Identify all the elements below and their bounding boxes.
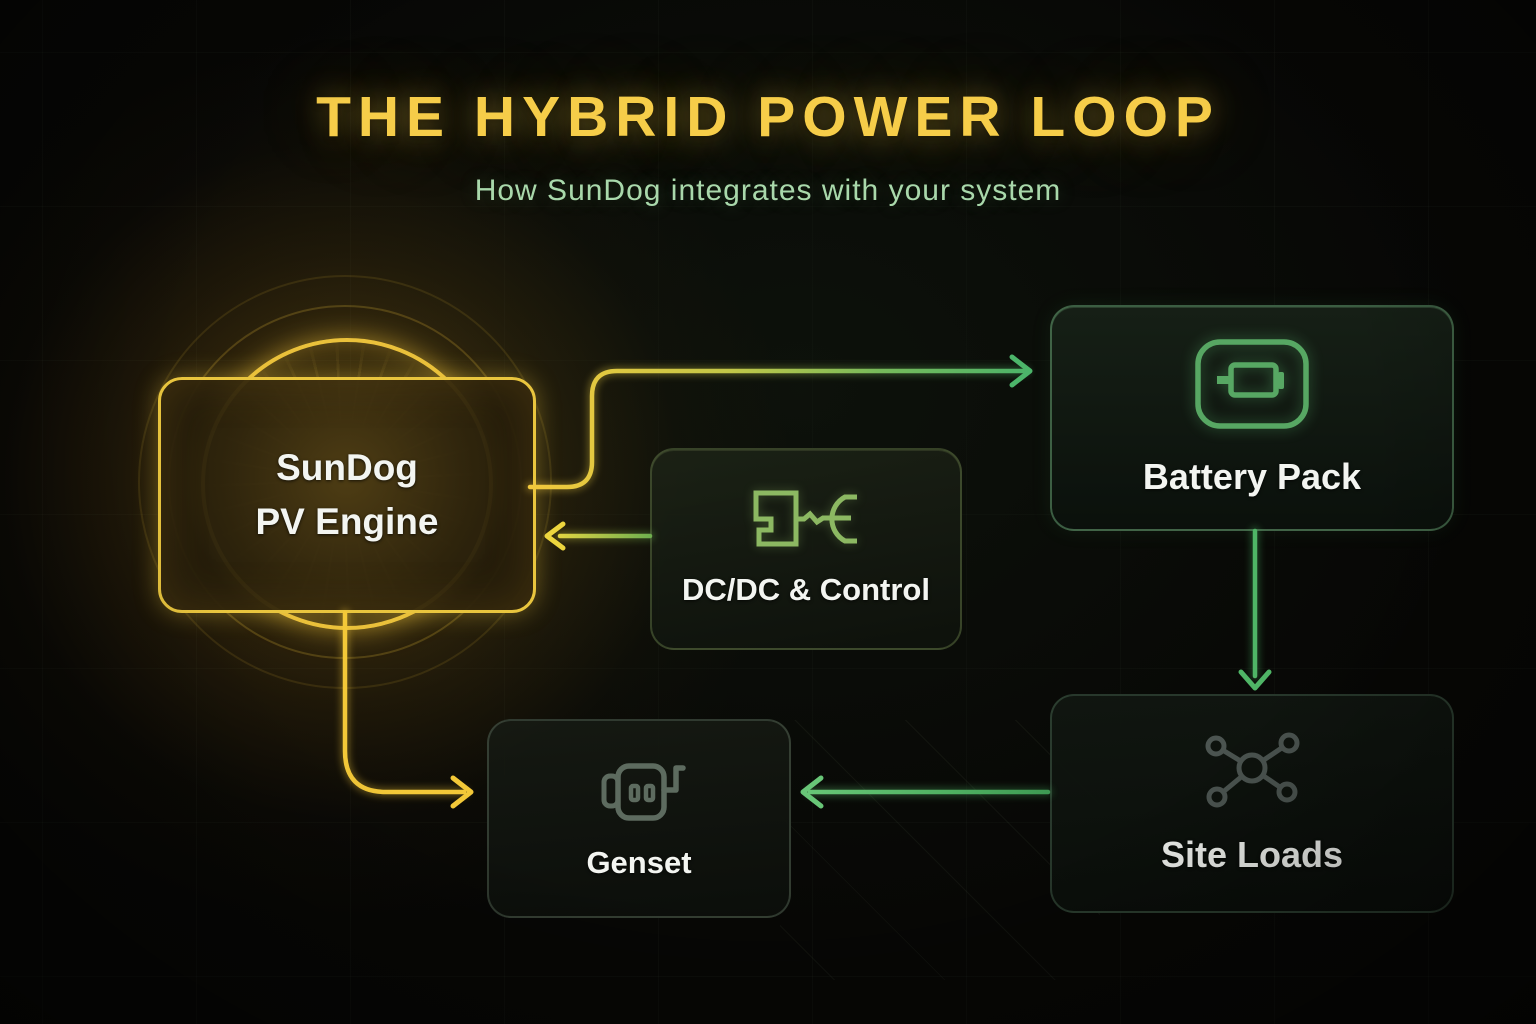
node-battery-pack: Battery Pack — [1050, 305, 1454, 531]
node-site-loads: Site Loads — [1050, 694, 1454, 913]
battery-label: Battery Pack — [1142, 456, 1362, 497]
edge-sundog-to-genset-arrowhead — [450, 775, 474, 809]
node-dcdc-control: DC/DC & Control — [650, 448, 962, 650]
genset-label: Genset — [586, 844, 692, 880]
dcdc-label: DC/DC & Control — [682, 572, 930, 607]
edge-battery-to-siteloads-arrowhead — [1238, 669, 1272, 691]
edge-sundog-to-battery-arrowhead — [1009, 354, 1033, 388]
edge-dcdc-to-sundog-arrowhead — [544, 521, 566, 551]
sundog-label-line2: PV Engine — [255, 501, 439, 542]
edge-siteloads-to-genset-arrowhead — [800, 775, 824, 809]
node-sundog-pv-engine: SunDog PV Engine — [158, 377, 536, 613]
sundog-label-line1: SunDog — [276, 447, 418, 489]
page-subtitle: How SunDog integrates with your system — [474, 174, 1062, 207]
node-genset: Genset — [487, 719, 791, 918]
page-title: THE HYBRID POWER LOOP — [316, 85, 1220, 149]
generator-icon — [601, 762, 686, 821]
battery-icon — [1195, 339, 1309, 429]
dc-converter-plug-icon — [753, 490, 857, 547]
header: THE HYBRID POWER LOOP How SunDog integra… — [0, 84, 1536, 208]
edge-sundog-to-genset — [342, 610, 467, 795]
siteloads-label: Site Loads — [1160, 833, 1344, 875]
network-hub-icon — [1205, 732, 1300, 807]
